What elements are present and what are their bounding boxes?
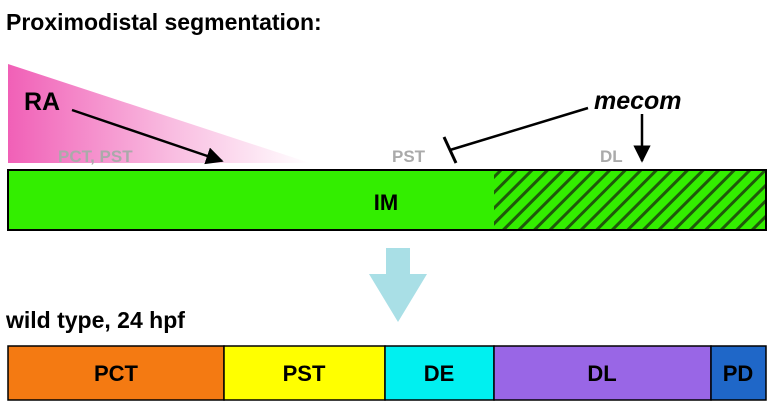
page-title: Proximodistal segmentation: [6, 9, 322, 35]
im-bar-hatched [494, 170, 766, 230]
im-bar-solid [8, 170, 494, 230]
ra-gradient [8, 64, 310, 163]
pst-label: PST [392, 147, 426, 166]
segment-pct [7, 345, 225, 401]
wild-type-label: wild type, 24 hpf [5, 307, 185, 333]
im-label: IM [374, 190, 398, 215]
ra-label: RA [24, 88, 60, 116]
segment-de [384, 345, 495, 401]
dl-label: DL [600, 147, 623, 166]
im-bar-outline [7, 169, 767, 231]
transition-arrow [369, 248, 427, 322]
segment-dl-label: DL [587, 361, 616, 386]
segment-pd-label: PD [723, 361, 754, 386]
ra-activation-arrow [71, 108, 224, 165]
wild-type-bar: PCT PST DE DL PD [7, 345, 767, 401]
mecom-inhibition-line [449, 106, 589, 152]
segment-pst-label: PST [283, 361, 326, 386]
segment-pd [710, 345, 767, 401]
segment-dl [493, 345, 712, 401]
ra-targets-label: PCT, PST [58, 147, 133, 166]
inhibition-bar [442, 136, 458, 164]
mecom-label: mecom [594, 87, 682, 115]
segment-de-label: DE [424, 361, 455, 386]
segment-pct-label: PCT [94, 361, 139, 386]
